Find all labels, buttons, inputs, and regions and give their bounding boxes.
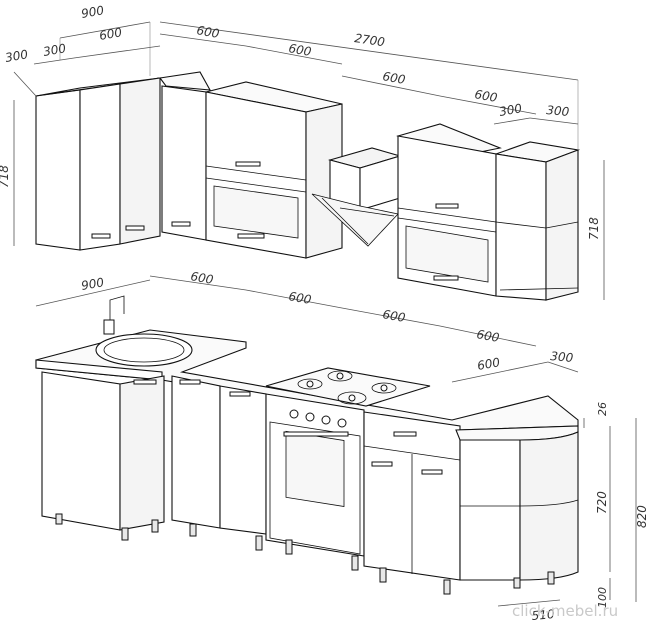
upper-open-shelf xyxy=(495,141,581,301)
base-cabinet-600-right xyxy=(363,411,461,595)
handle xyxy=(421,469,443,475)
dimension-lines xyxy=(13,21,637,607)
knob xyxy=(337,418,347,428)
handle xyxy=(235,161,261,167)
dim-upper-900: 900 xyxy=(80,3,105,21)
dim-lower-600-c: 600 xyxy=(381,307,406,325)
knob xyxy=(289,409,299,419)
dim-height-820: 820 xyxy=(635,505,649,528)
dimension-labels: 900 300 300 600 600 600 2700 600 600 300… xyxy=(0,3,649,623)
upper-right-glass-cabinet xyxy=(396,123,502,297)
handle xyxy=(371,461,393,467)
upper-corner-second-cabinet xyxy=(159,71,211,241)
dim-upper-600-mid2: 600 xyxy=(287,41,312,59)
dim-upper-2700: 2700 xyxy=(354,31,387,49)
lower-open-shelf xyxy=(455,425,579,589)
dim-lower-600-d: 600 xyxy=(475,327,500,345)
dim-upper-600-right2: 600 xyxy=(473,87,498,105)
handle xyxy=(133,379,157,385)
dim-upper-600-left: 600 xyxy=(98,25,123,43)
knob xyxy=(305,412,315,422)
dim-height-100: 100 xyxy=(596,587,609,608)
drawer-handle xyxy=(393,431,417,437)
faucet-base xyxy=(103,319,115,335)
handle xyxy=(237,233,265,239)
sink-cabinet xyxy=(41,371,165,541)
knob xyxy=(321,415,331,425)
handle xyxy=(229,391,251,397)
handle xyxy=(125,225,145,231)
dim-height-720: 720 xyxy=(595,491,609,514)
dim-upper-600-right: 600 xyxy=(381,69,406,87)
dim-height-26: 26 xyxy=(596,402,609,416)
dim-lower-300: 300 xyxy=(550,349,574,365)
sink xyxy=(95,333,193,367)
base-cabinet-600-left xyxy=(171,375,267,551)
dim-upper-300-depth: 300 xyxy=(4,47,29,65)
dim-upper-300-c: 300 xyxy=(546,103,570,119)
dim-lower-600-b: 600 xyxy=(287,289,312,307)
faucet xyxy=(109,295,125,334)
watermark: click-mebel.ru xyxy=(512,602,618,620)
dim-lower-600-a: 600 xyxy=(189,269,214,287)
handle xyxy=(433,275,459,281)
dim-upper-300-left: 300 xyxy=(42,41,67,59)
upper-left-corner-cabinet xyxy=(35,77,161,251)
dim-depth-510: 510 xyxy=(531,607,555,623)
handle xyxy=(171,221,191,227)
upper-600-glass-cabinet xyxy=(205,81,343,259)
oven-handle xyxy=(283,431,349,437)
dim-upper-300-b: 300 xyxy=(498,101,523,119)
dim-upper-600-mid: 600 xyxy=(195,23,220,41)
handle xyxy=(91,233,111,239)
handle xyxy=(435,203,459,209)
oven-cabinet xyxy=(265,367,431,571)
dim-lower-600-e: 600 xyxy=(476,355,501,373)
dim-upper-height-right: 718 xyxy=(587,217,601,240)
gas-burners xyxy=(297,370,397,405)
dim-lower-900: 900 xyxy=(80,275,105,293)
dim-upper-height-left: 718 xyxy=(0,165,11,188)
handle xyxy=(179,379,201,385)
